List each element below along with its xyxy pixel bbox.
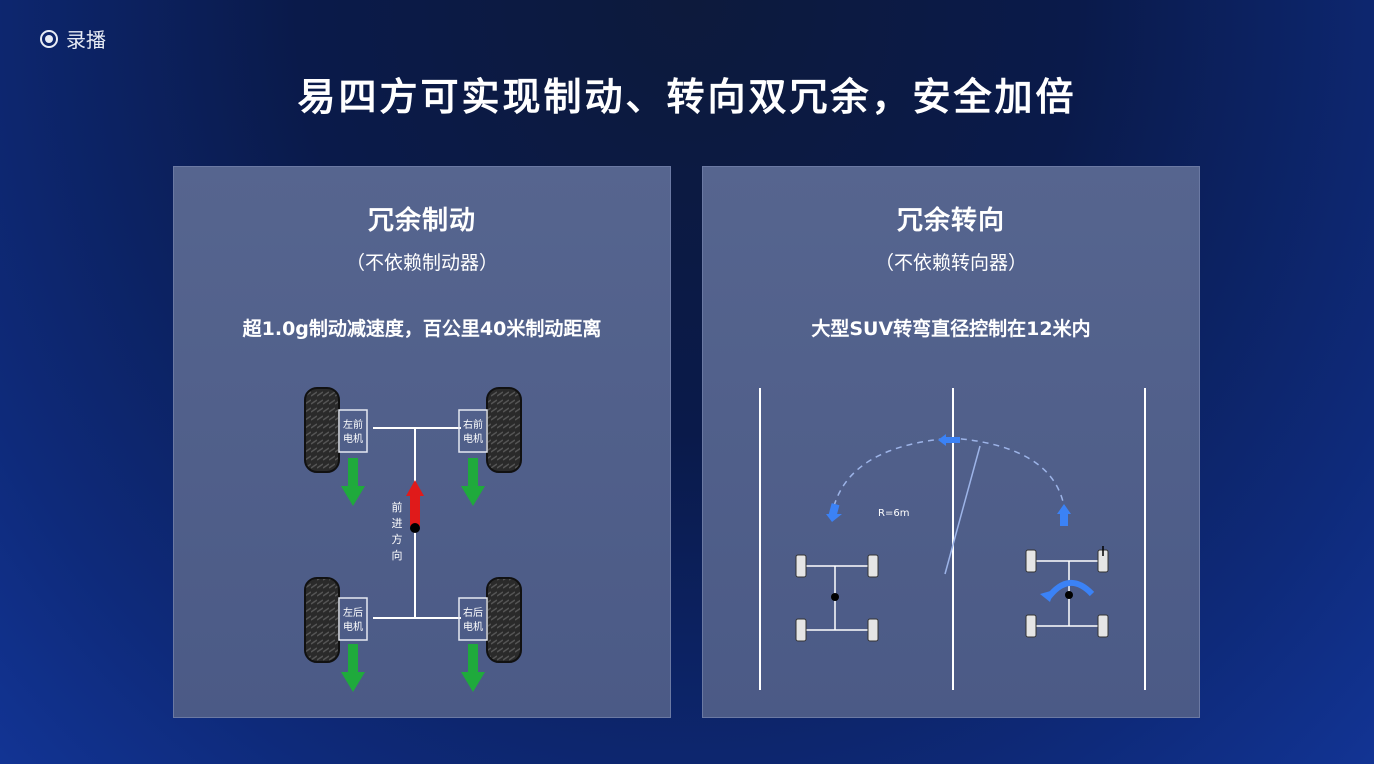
front-left-tire <box>304 387 340 473</box>
svg-text:右后: 右后 <box>463 606 483 619</box>
svg-text:方: 方 <box>392 532 403 546</box>
page-title: 易四方可实现制动、转向双冗余，安全加倍 <box>297 75 1077 119</box>
front-right-tire <box>486 387 522 473</box>
panel-subtitle: （不依赖制动器） <box>345 252 498 274</box>
panel-subtitle: （不依赖转向器） <box>874 252 1027 274</box>
brake-arrow-front-left <box>341 458 365 506</box>
vehicle-end <box>1025 546 1109 638</box>
forward-direction-arrow <box>406 480 424 533</box>
front-left-motor: 左前 电机 <box>338 409 368 453</box>
redundant-braking-panel: 冗余制动 （不依赖制动器） 超1.0g制动减速度，百公里40米制动距离 左前 电… <box>173 166 671 718</box>
svg-text:电机: 电机 <box>463 432 483 445</box>
svg-text:电机: 电机 <box>343 432 363 445</box>
radius-label: R=6m <box>878 508 909 519</box>
svg-text:前: 前 <box>392 500 403 514</box>
braking-diagram: 左前 电机 右前 电机 左后 电机 右后 电机 <box>304 387 522 692</box>
brake-arrow-rear-left <box>341 644 365 692</box>
svg-text:进: 进 <box>392 517 403 530</box>
radius-line <box>944 445 981 575</box>
front-right-motor: 右前 电机 <box>458 409 488 453</box>
panel-description: 超1.0g制动减速度，百公里40米制动距离 <box>242 318 602 340</box>
turn-arrow-top <box>938 434 960 446</box>
turn-arrow-right <box>1057 504 1071 526</box>
svg-text:左后: 左后 <box>343 606 363 619</box>
brake-arrow-front-right <box>461 458 485 506</box>
rear-right-tire <box>486 577 522 663</box>
rear-right-motor: 右后 电机 <box>458 597 488 641</box>
turning-arc <box>833 437 1065 507</box>
svg-text:右前: 右前 <box>463 418 483 431</box>
record-indicator: 录播 <box>40 24 106 53</box>
panel-title: 冗余转向 <box>896 206 1005 236</box>
steering-diagram: R=6m <box>759 388 1146 690</box>
direction-label: 前 进 方 向 <box>392 500 403 562</box>
record-icon <box>40 29 58 48</box>
brake-arrow-rear-right <box>461 644 485 692</box>
svg-text:电机: 电机 <box>463 620 483 633</box>
rear-left-motor: 左后 电机 <box>338 597 368 641</box>
redundant-steering-panel: 冗余转向 （不依赖转向器） 大型SUV转弯直径控制在12米内 R=6m <box>702 166 1200 718</box>
vehicle-start <box>795 554 879 642</box>
panel-title: 冗余制动 <box>367 206 476 236</box>
rear-left-tire <box>304 577 340 663</box>
turn-arrow-left <box>826 503 842 522</box>
svg-text:左前: 左前 <box>343 418 363 431</box>
record-label: 录播 <box>66 28 106 52</box>
svg-text:电机: 电机 <box>343 620 363 633</box>
panel-description: 大型SUV转弯直径控制在12米内 <box>811 318 1091 340</box>
svg-text:向: 向 <box>392 548 403 562</box>
